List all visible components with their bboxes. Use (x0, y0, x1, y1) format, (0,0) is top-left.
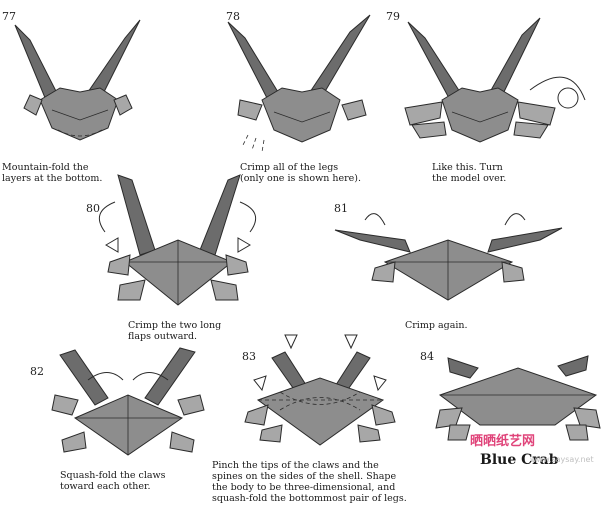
step-80-figure (98, 174, 257, 306)
step-83-figure (244, 334, 396, 446)
step-number-79: 79 (386, 10, 400, 23)
step-83-caption: Pinch the tips of the claws and the spin… (212, 460, 407, 504)
step-84-figure (435, 355, 601, 441)
step-82-figure (51, 347, 205, 456)
step-number-78: 78 (226, 10, 240, 23)
step-number-83: 83 (242, 350, 256, 363)
step-82-caption: Squash-fold the claws toward each other. (60, 470, 166, 492)
step-78-figure (227, 14, 371, 153)
step-77-figure (14, 19, 141, 141)
final-model-title: Blue Crab (480, 452, 559, 468)
step-77-caption: Mountain-fold the layers at the bottom. (2, 162, 103, 184)
step-80-caption: Crimp the two long flaps outward. (128, 320, 222, 342)
step-79-figure (404, 17, 586, 143)
step-number-82: 82 (30, 365, 44, 378)
step-81-caption: Crimp again. (405, 320, 468, 331)
step-number-84: 84 (420, 350, 434, 363)
step-78-caption: Crimp all of the legs (only one is shown… (240, 162, 361, 184)
watermark-chinese: 晒晒纸艺网 (470, 434, 536, 449)
step-79-caption: Like this. Turn the model over. (432, 162, 507, 184)
step-number-77: 77 (2, 10, 16, 23)
watermark-url: www.saysay.net (530, 455, 594, 464)
step-81-figure (334, 213, 563, 301)
step-number-81: 81 (334, 202, 348, 215)
step-number-80: 80 (86, 202, 100, 215)
